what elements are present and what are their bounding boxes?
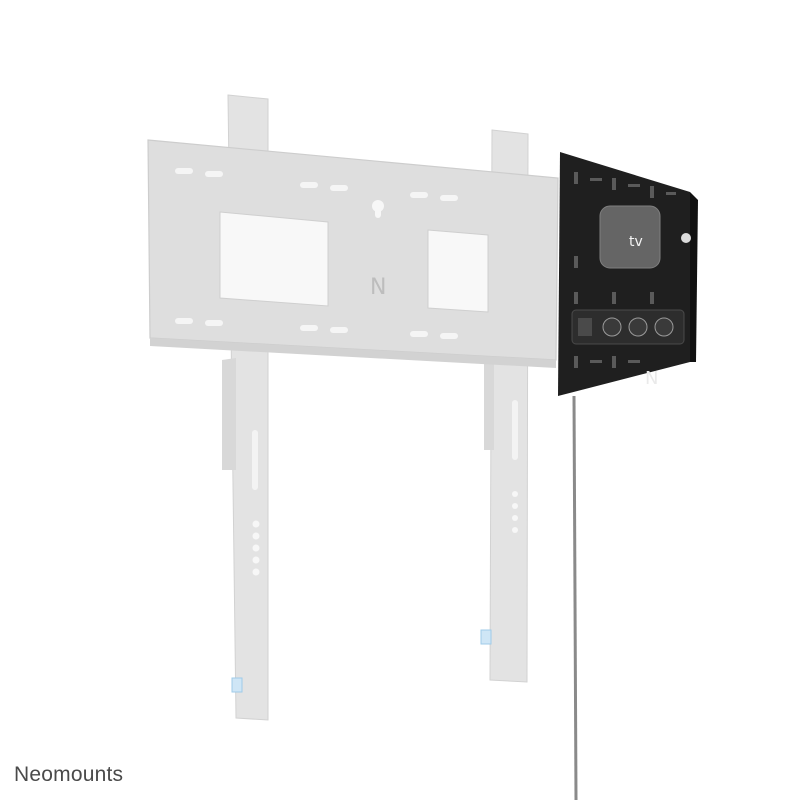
svg-text:N: N — [370, 275, 386, 300]
right-rail-tag — [480, 629, 492, 645]
brand-wordmark: Neomounts — [14, 763, 124, 786]
device-label: tv — [629, 234, 643, 250]
wall-plate: N — [147, 139, 559, 368]
neomounts-logo-icon: N — [645, 368, 658, 389]
media-device-plate — [558, 152, 698, 396]
left-rail-tag — [231, 677, 243, 693]
power-cable — [572, 395, 578, 800]
